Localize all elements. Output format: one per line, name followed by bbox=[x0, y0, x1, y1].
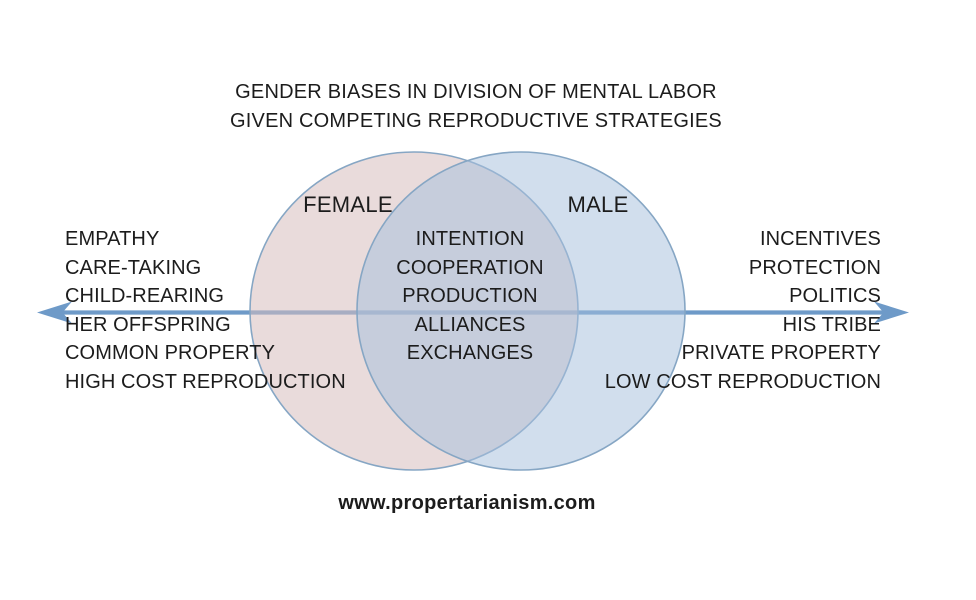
female-circle-label: FEMALE bbox=[303, 192, 393, 217]
female-items-list: EMPATHY CARE-TAKING CHILD-REARING HER OF… bbox=[65, 225, 346, 397]
male-item: INCENTIVES bbox=[759, 228, 881, 250]
male-item: HIS TRIBE bbox=[782, 313, 881, 336]
diagram-title: GENDER BIASES IN DIVISION OF MENTAL LABO… bbox=[0, 78, 952, 136]
axis-arrowhead-right-icon bbox=[874, 301, 909, 324]
male-items-list: INCENTIVES PROTECTION POLITICS HIS TRIBE… bbox=[605, 225, 881, 397]
axis-arrowhead-left-icon bbox=[37, 301, 72, 324]
female-item: CHILD-REARING bbox=[65, 285, 225, 308]
diagram-title-line2: GIVEN COMPETING REPRODUCTIVE STRATEGIES bbox=[230, 110, 722, 132]
intersection-items-list: INTENTION COOPERATION PRODUCTION ALLIANC… bbox=[320, 225, 620, 368]
footer-url: www.propertarianism.com bbox=[338, 492, 596, 514]
intersection-item: PRODUCTION bbox=[402, 285, 538, 308]
intersection-item: EXCHANGES bbox=[406, 342, 534, 365]
female-item: COMMON PROPERTY bbox=[65, 342, 276, 365]
female-item: HIGH COST REPRODUCTION bbox=[65, 370, 346, 393]
male-item: PRIVATE PROPERTY bbox=[681, 342, 881, 365]
male-circle-label: MALE bbox=[567, 192, 629, 217]
female-item: CARE-TAKING bbox=[65, 256, 202, 279]
male-circle bbox=[356, 151, 686, 471]
diagram-title-line1: GENDER BIASES IN DIVISION OF MENTAL LABO… bbox=[235, 81, 717, 103]
intersection-item: ALLIANCES bbox=[414, 313, 526, 336]
female-item: EMPATHY bbox=[65, 228, 160, 250]
intersection-item: COOPERATION bbox=[396, 256, 544, 279]
male-item: PROTECTION bbox=[748, 256, 881, 279]
male-item: POLITICS bbox=[789, 285, 881, 308]
male-item: LOW COST REPRODUCTION bbox=[604, 370, 881, 393]
female-item: HER OFFSPRING bbox=[65, 313, 231, 336]
intersection-item: INTENTION bbox=[415, 228, 525, 250]
